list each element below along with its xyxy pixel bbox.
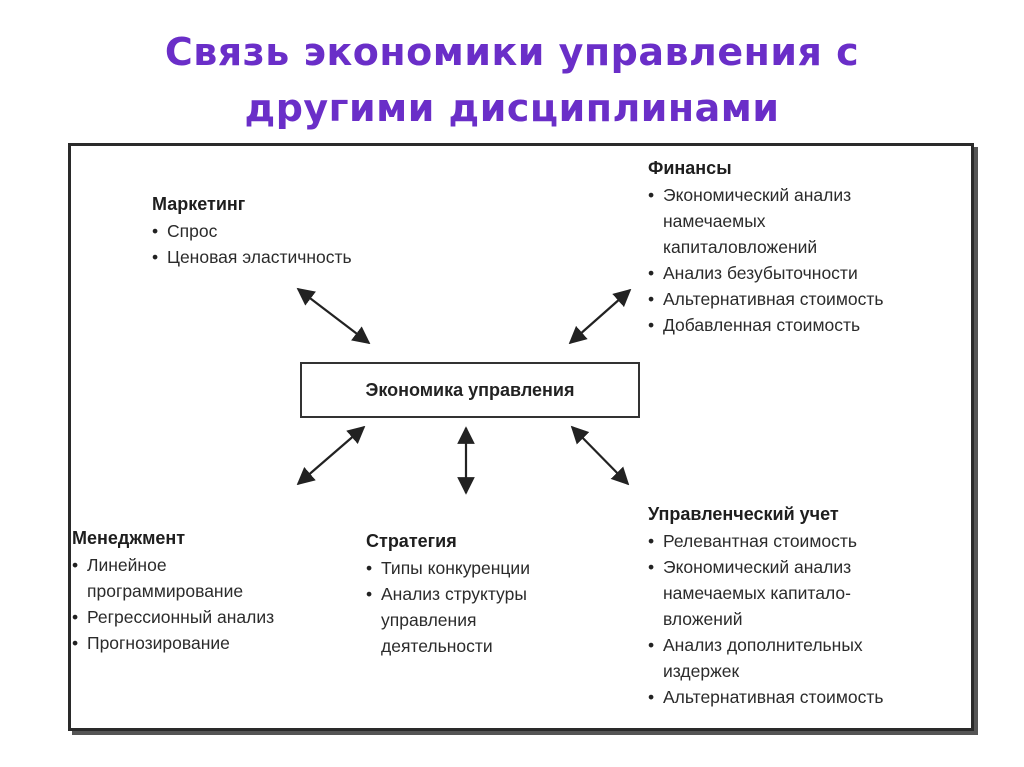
block-strategy-title: Стратегия bbox=[366, 531, 457, 551]
list-item: Анализ дополнительных издержек bbox=[648, 632, 883, 684]
block-finance-title: Финансы bbox=[648, 158, 732, 178]
block-marketing-list: Спрос Ценовая эластичность bbox=[152, 218, 352, 270]
list-item: Линейное программирование bbox=[72, 552, 274, 604]
slide-title-line-2: другими дисциплинами bbox=[244, 86, 780, 130]
list-item: Релевантная стоимость bbox=[648, 528, 883, 554]
block-management: Менеджмент Линейное программирование Рег… bbox=[72, 528, 274, 656]
list-item: Типы конкуренции bbox=[366, 555, 530, 581]
list-item: Добавленная стоимость bbox=[648, 312, 883, 338]
list-item: Анализ безубыточности bbox=[648, 260, 883, 286]
list-item: Экономический анализ намечаемых капитало… bbox=[648, 182, 883, 260]
block-strategy-list: Типы конкуренции Анализ структуры управл… bbox=[366, 555, 530, 659]
slide-title: Связь экономики управления с другими дис… bbox=[0, 24, 1024, 136]
arrow-marketing bbox=[296, 287, 371, 345]
list-item: Альтернативная стоимость bbox=[648, 684, 883, 710]
arrow-management bbox=[296, 425, 366, 486]
block-management-list: Линейное программирование Регрессионный … bbox=[72, 552, 274, 656]
list-item: Экономический анализ намечаемых капитало… bbox=[648, 554, 883, 632]
center-box: Экономика управления bbox=[300, 362, 640, 418]
list-item: Прогнозирование bbox=[72, 630, 274, 656]
list-item: Регрессионный анализ bbox=[72, 604, 274, 630]
list-item: Анализ структуры управления деятельности bbox=[366, 581, 530, 659]
block-marketing: Маркетинг Спрос Ценовая эластичность bbox=[152, 194, 352, 270]
arrow-finance bbox=[568, 288, 632, 345]
block-management-title: Менеджмент bbox=[72, 528, 186, 548]
block-finance-list: Экономический анализ намечаемых капитало… bbox=[648, 182, 883, 338]
list-item: Ценовая эластичность bbox=[152, 244, 352, 270]
block-strategy: Стратегия Типы конкуренции Анализ структ… bbox=[366, 531, 530, 659]
slide-title-line-1: Связь экономики управления с bbox=[164, 30, 860, 74]
block-marketing-title: Маркетинг bbox=[152, 194, 246, 214]
block-accounting: Управленческий учет Релевантная стоимост… bbox=[648, 504, 883, 710]
list-item: Спрос bbox=[152, 218, 352, 244]
block-accounting-title: Управленческий учет bbox=[648, 504, 839, 524]
block-accounting-list: Релевантная стоимость Экономический анал… bbox=[648, 528, 883, 710]
arrow-accounting bbox=[570, 425, 630, 486]
block-finance: Финансы Экономический анализ намечаемых … bbox=[648, 158, 883, 338]
list-item: Альтернативная стоимость bbox=[648, 286, 883, 312]
